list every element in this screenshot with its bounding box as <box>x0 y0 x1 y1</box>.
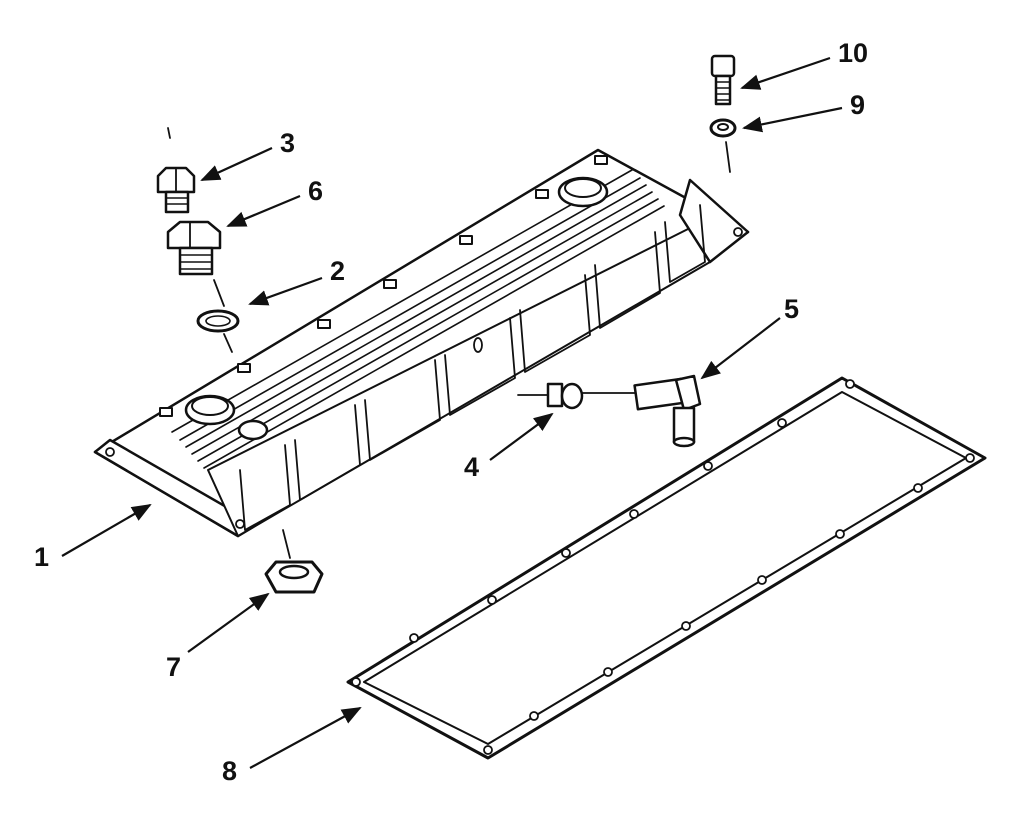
leader-8 <box>249 707 362 769</box>
breather-nipple-part <box>517 382 641 410</box>
washer-part <box>709 118 737 173</box>
leader-1 <box>61 504 152 557</box>
leader-6 <box>226 194 301 228</box>
leader-5 <box>700 317 781 380</box>
plug-bolt-part <box>156 127 196 214</box>
callout-2: 2 <box>330 256 345 286</box>
callout-3: 3 <box>280 128 295 158</box>
callout-1: 1 <box>34 542 49 572</box>
callout-8: 8 <box>222 756 237 786</box>
adapter-part <box>166 220 225 307</box>
leader-10 <box>740 56 831 90</box>
callout-6: 6 <box>308 176 323 206</box>
leader-9 <box>742 106 843 133</box>
rocker-cover-part <box>93 148 750 538</box>
callout-10: 10 <box>838 38 868 68</box>
nut-part <box>264 529 324 594</box>
callout-9: 9 <box>850 90 865 120</box>
leader-2 <box>248 276 323 306</box>
leader-lines <box>61 56 843 769</box>
leader-7 <box>187 592 270 653</box>
callout-labels: 1 2 3 4 5 6 7 8 9 10 <box>34 38 868 786</box>
mounting-bolt-part <box>710 54 736 106</box>
leader-3 <box>200 146 273 182</box>
callout-5: 5 <box>784 294 799 324</box>
elbow-fitting-part <box>633 374 702 448</box>
callout-4: 4 <box>464 452 479 482</box>
callout-7: 7 <box>166 652 181 682</box>
gasket-part <box>346 376 987 760</box>
leader-4 <box>489 412 554 461</box>
seal-ring-part <box>196 309 240 353</box>
